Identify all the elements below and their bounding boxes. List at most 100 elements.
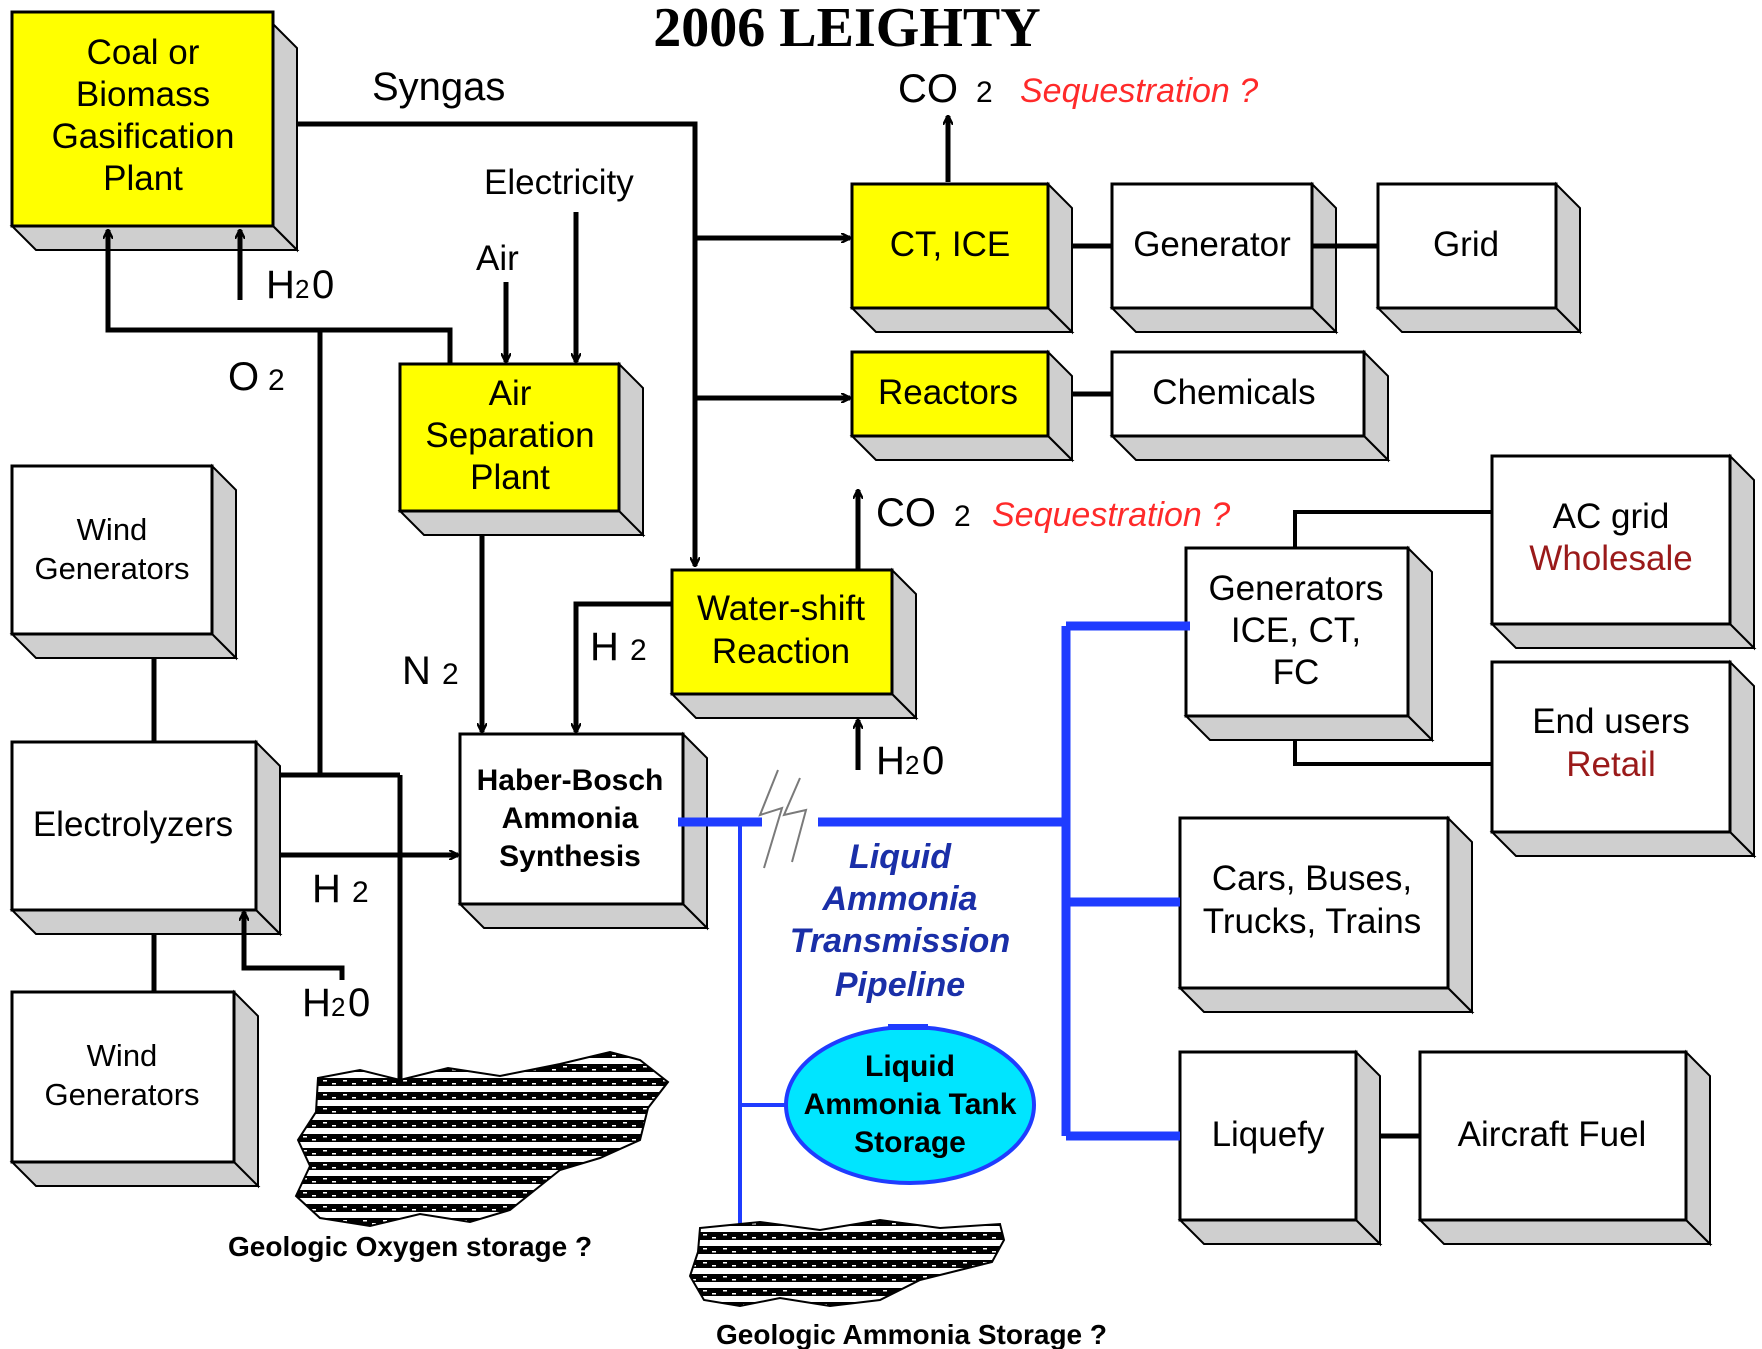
svg-text:2: 2 [954, 500, 971, 533]
electrolyzers-label: Electrolyzers [33, 805, 233, 844]
water-shift-label-2: Reaction [712, 632, 850, 671]
h2o-label-gasifier: H 2 0 [266, 263, 334, 307]
gasification-label-4: Plant [103, 159, 183, 198]
svg-text:Pipeline: Pipeline [835, 966, 965, 1004]
vehicles-box: Cars, Buses, Trucks, Trains [1180, 818, 1472, 1012]
gasification-plant-box: Coal or Biomass Gasification Plant [12, 12, 297, 250]
svg-text:O: O [228, 355, 259, 399]
svg-text:N: N [402, 649, 431, 693]
svg-text:2: 2 [352, 876, 369, 909]
sequestration-label-top: Sequestration ? [1020, 72, 1258, 110]
svg-text:2: 2 [976, 76, 993, 109]
svg-text:Ammonia: Ammonia [822, 880, 978, 918]
generator-label: Generator [1133, 225, 1291, 264]
diagram-title: 2006 LEIGHTY [653, 0, 1040, 59]
n2-label: N 2 [402, 649, 459, 693]
svg-text:2: 2 [295, 274, 309, 304]
aircraft-fuel-label: Aircraft Fuel [1458, 1115, 1647, 1154]
geologic-oxygen-caption: Geologic Oxygen storage ? [228, 1231, 592, 1262]
svg-text:0: 0 [922, 739, 944, 783]
gasification-label-2: Biomass [76, 75, 210, 114]
wind-top-label-1: Wind [77, 512, 148, 547]
reactors-box: Reactors [852, 352, 1072, 460]
electrolyzers-box: Electrolyzers [12, 742, 280, 934]
chemicals-box: Chemicals [1112, 352, 1388, 460]
end-users-box: End users Retail [1492, 662, 1754, 856]
ct-ice-box: CT, ICE [852, 184, 1072, 332]
geologic-ammonia-caption: Geologic Ammonia Storage ? [716, 1319, 1107, 1349]
wind-bottom-label-1: Wind [87, 1038, 158, 1073]
vehicles-label-1: Cars, Buses, [1212, 859, 1412, 898]
tank-label-2: Ammonia Tank [804, 1088, 1017, 1121]
pipeline-label: Liquid Ammonia Transmission Pipeline [790, 838, 1010, 1004]
geologic-ammonia-storage [690, 1220, 1004, 1306]
h2o-label-water-shift: H 2 0 [876, 739, 944, 783]
generator-box: Generator [1112, 184, 1336, 332]
wind-bottom-label-2: Generators [44, 1077, 199, 1112]
haber-bosch-label-2: Ammonia [502, 802, 639, 835]
svg-text:H: H [266, 263, 295, 307]
haber-bosch-label-1: Haber-Bosch [477, 764, 664, 797]
generators-ice-label-2: ICE, CT, [1231, 611, 1361, 650]
svg-text:0: 0 [312, 263, 334, 307]
air-separation-label-3: Plant [470, 458, 550, 497]
vehicles-label-2: Trucks, Trains [1203, 902, 1421, 941]
svg-text:Liquid: Liquid [849, 838, 952, 876]
wind-generators-top-box: Wind Generators [12, 466, 236, 658]
liquefy-label: Liquefy [1212, 1115, 1325, 1154]
air-label: Air [476, 239, 519, 278]
generators-ice-label-1: Generators [1208, 569, 1383, 608]
svg-text:0: 0 [348, 981, 370, 1025]
svg-text:2: 2 [630, 634, 647, 667]
syngas-label: Syngas [372, 65, 505, 109]
h2-label-electrolyzers: H 2 [312, 867, 369, 911]
water-shift-box: Water-shift Reaction [672, 570, 916, 718]
air-separation-label-2: Separation [425, 416, 594, 455]
sequestration-label-middle: Sequestration ? [992, 496, 1230, 534]
haber-bosch-label-3: Synthesis [499, 840, 641, 873]
chemicals-label: Chemicals [1152, 373, 1315, 412]
svg-text:2: 2 [331, 992, 345, 1022]
electricity-label: Electricity [484, 163, 634, 202]
liquefy-box: Liquefy [1180, 1052, 1380, 1244]
svg-text:H: H [590, 625, 619, 669]
h2o-label-electrolyzers: H 2 0 [302, 981, 370, 1025]
svg-text:2: 2 [268, 364, 285, 397]
air-separation-label-1: Air [489, 374, 532, 413]
svg-text:CO: CO [898, 67, 958, 111]
svg-text:H: H [312, 867, 341, 911]
co2-label-middle: CO 2 Sequestration ? [876, 491, 1230, 535]
grid-label: Grid [1433, 225, 1499, 264]
svg-text:H: H [302, 981, 331, 1025]
o2-label: O 2 [228, 355, 285, 399]
gasification-label-3: Gasification [52, 117, 235, 156]
water-shift-label-1: Water-shift [697, 589, 865, 628]
aircraft-fuel-box: Aircraft Fuel [1420, 1052, 1710, 1244]
end-users-label: End users [1532, 702, 1690, 741]
co2-label-top: CO 2 Sequestration ? [898, 67, 1258, 111]
tank-label-3: Storage [854, 1126, 966, 1159]
ac-grid-label: AC grid [1553, 497, 1670, 536]
wholesale-label: Wholesale [1529, 539, 1692, 578]
ammonia-tank-storage: Liquid Ammonia Tank Storage [786, 1027, 1034, 1183]
haber-bosch-box: Haber-Bosch Ammonia Synthesis [460, 734, 707, 928]
wind-generators-bottom-box: Wind Generators [12, 992, 258, 1186]
wind-top-label-2: Generators [34, 551, 189, 586]
geologic-oxygen-storage [296, 1052, 668, 1226]
reactors-label: Reactors [878, 373, 1018, 412]
svg-text:H: H [876, 739, 905, 783]
svg-text:Transmission: Transmission [790, 922, 1010, 960]
air-separation-plant-box: Air Separation Plant [400, 364, 643, 535]
ct-ice-label: CT, ICE [890, 225, 1011, 264]
svg-text:2: 2 [442, 658, 459, 691]
generators-ice-label-3: FC [1273, 653, 1320, 692]
ac-grid-box: AC grid Wholesale [1492, 456, 1754, 648]
retail-label: Retail [1566, 745, 1655, 784]
gasification-label-1: Coal or [87, 33, 200, 72]
grid-box: Grid [1378, 184, 1580, 332]
generators-ice-ct-fc-box: Generators ICE, CT, FC [1186, 548, 1432, 740]
h2-label-water-shift: H 2 [590, 625, 647, 669]
svg-text:CO: CO [876, 491, 936, 535]
tank-label-1: Liquid [865, 1050, 955, 1083]
